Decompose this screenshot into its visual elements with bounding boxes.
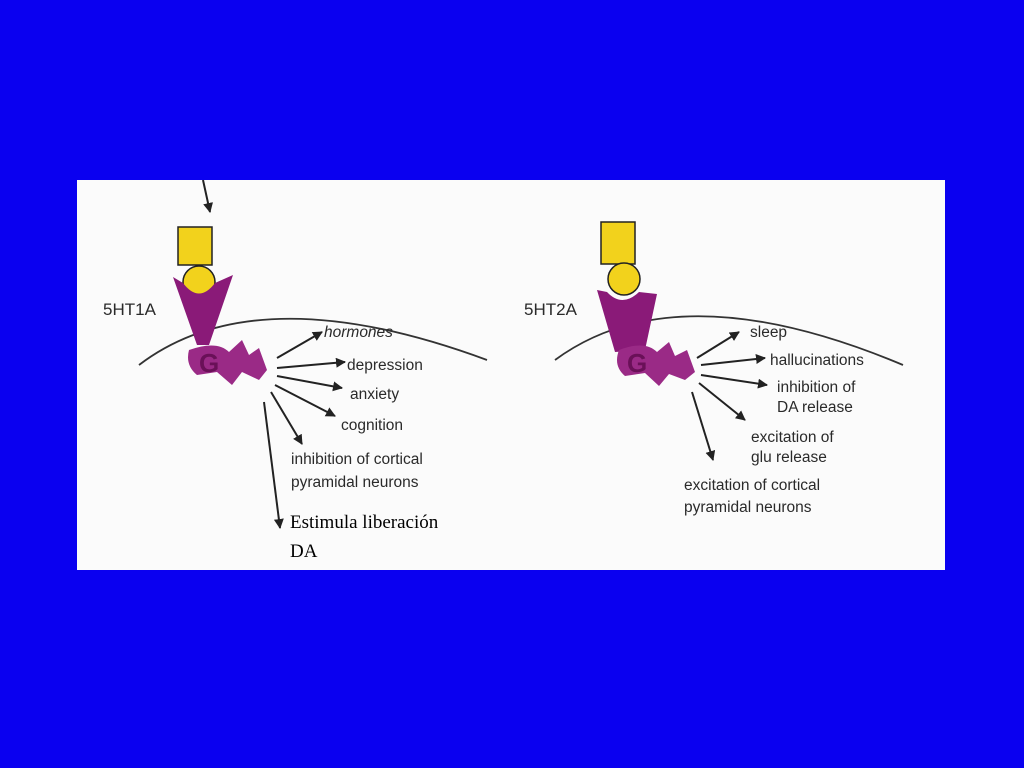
effect-inhibition-cortical: inhibition of cortical [291, 451, 423, 468]
ligand-square-left [177, 226, 213, 266]
receptor-body-right [597, 290, 657, 352]
effect-arrow [700, 354, 766, 366]
effect-hormones: hormones [324, 324, 393, 341]
effect-anxiety: anxiety [350, 386, 399, 403]
effect-pyramidal-neurons: pyramidal neurons [291, 474, 419, 491]
figure-panel: G 5HT1A hormones depression anxiety cogn… [77, 180, 945, 570]
receptor-diagram: G 5HT1A hormones depression anxiety cogn… [103, 180, 904, 562]
effect-glu-release: glu release [751, 449, 827, 466]
annotation-line-1: Estimula liberación [290, 512, 439, 533]
receptor-5ht1a: G 5HT1A hormones depression anxiety cogn… [103, 180, 488, 562]
ligand-square-right [600, 221, 636, 265]
g-protein-right [617, 342, 695, 386]
membrane-curve-left [138, 317, 488, 366]
ligand-arrow-left [202, 180, 213, 213]
g-protein-left [188, 340, 267, 385]
effect-arrow [276, 331, 323, 359]
receptor-label-5ht2a: 5HT2A [524, 300, 578, 319]
effect-cognition: cognition [341, 417, 403, 434]
effect-da-release: DA release [777, 399, 853, 416]
effect-excitation-of: excitation of [751, 429, 834, 446]
effect-arrow [270, 391, 303, 445]
stimulation-arrow [263, 401, 284, 529]
effect-pyramidal-neurons-right: pyramidal neurons [684, 499, 812, 516]
effect-inhibition-of: inhibition of [777, 379, 856, 396]
annotation-line-2: DA [290, 541, 318, 562]
effect-arrow [698, 382, 746, 421]
g-protein-label-left: G [199, 348, 219, 378]
effect-arrow [276, 375, 343, 392]
ligand-circle-right [607, 262, 641, 296]
g-protein-label-right: G [627, 348, 647, 378]
receptor-5ht2a: G 5HT2A sleep hallucinations inhibition … [524, 221, 904, 516]
effect-arrow [274, 384, 336, 417]
receptor-body-left [173, 275, 233, 345]
effect-arrow [700, 374, 768, 389]
effect-hallucinations: hallucinations [770, 352, 864, 369]
effect-depression: depression [347, 357, 423, 374]
effect-arrow [696, 331, 740, 359]
receptor-label-5ht1a: 5HT1A [103, 300, 157, 319]
membrane-curve-right [554, 315, 904, 366]
effect-arrow [691, 391, 716, 461]
effect-excitation-cortical: excitation of cortical [684, 477, 820, 494]
effect-sleep: sleep [750, 324, 787, 341]
effect-arrow [276, 357, 346, 369]
